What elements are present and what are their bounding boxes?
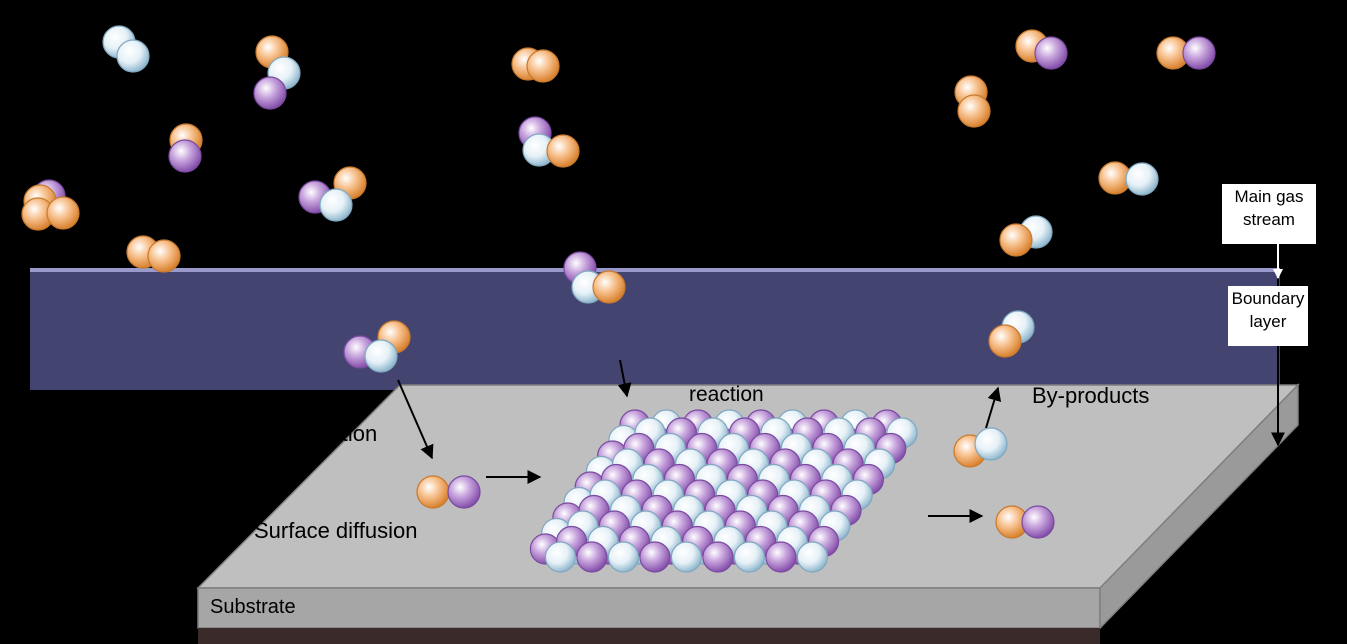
molecule-atom <box>592 270 626 304</box>
boundary-layer-band <box>30 268 1280 390</box>
substrate-label: Substrate <box>210 596 296 618</box>
film-atom <box>670 541 703 573</box>
molecule <box>518 116 580 168</box>
film-atom <box>702 541 734 573</box>
molecule <box>953 427 1008 468</box>
reaction-label: reaction <box>689 383 764 406</box>
molecule <box>126 235 181 273</box>
molecule-atom <box>253 76 287 110</box>
molecule <box>1098 161 1159 196</box>
molecule-atom <box>999 223 1033 257</box>
main-gas-stream-label: Main gas stream <box>1222 184 1316 244</box>
gas-molecules <box>21 25 1216 539</box>
molecule-atom <box>46 196 80 230</box>
molecule-atom <box>416 475 450 509</box>
molecule-atom <box>1021 505 1055 539</box>
molecule <box>168 123 203 173</box>
molecule <box>563 251 626 304</box>
molecule-atom <box>1034 36 1068 70</box>
molecule <box>1156 36 1216 70</box>
molecule <box>21 179 80 231</box>
molecule <box>1015 29 1068 70</box>
film-atom <box>576 541 608 573</box>
molecule <box>999 215 1053 257</box>
by-products-label: By-products <box>1032 383 1150 408</box>
molecule-atom <box>147 239 181 273</box>
molecule <box>511 47 560 83</box>
molecule <box>253 35 301 110</box>
molecule <box>102 25 150 73</box>
molecule-atom <box>319 188 353 222</box>
molecule-atom <box>546 134 580 168</box>
molecule-atom <box>168 139 202 173</box>
molecule-atom <box>526 49 560 83</box>
molecule-atom <box>116 39 150 73</box>
film-atom <box>733 541 766 573</box>
boundary-layer-label: Boundary layer <box>1228 286 1308 346</box>
molecule <box>298 166 367 222</box>
molecule-atom <box>1125 162 1159 196</box>
molecule-atom <box>1182 36 1216 70</box>
film-atom <box>544 541 577 573</box>
molecule-atom <box>988 324 1022 358</box>
molecule <box>995 505 1055 539</box>
molecule <box>954 75 991 128</box>
molecule-atom <box>957 94 991 128</box>
molecule-atom <box>364 339 398 373</box>
deposited-film-lattice <box>529 409 918 573</box>
film-atom <box>765 541 797 573</box>
molecule-atom <box>974 427 1008 461</box>
molecule-atom <box>447 475 481 509</box>
film-atom <box>796 541 829 573</box>
molecule <box>343 320 411 373</box>
surface-diffusion-label: Surface diffusion <box>254 518 418 543</box>
film-atom <box>607 541 640 573</box>
molecule <box>416 475 481 509</box>
adsorption-label: Adsorption <box>272 421 378 446</box>
molecule <box>988 310 1035 358</box>
film-atom <box>639 541 671 573</box>
